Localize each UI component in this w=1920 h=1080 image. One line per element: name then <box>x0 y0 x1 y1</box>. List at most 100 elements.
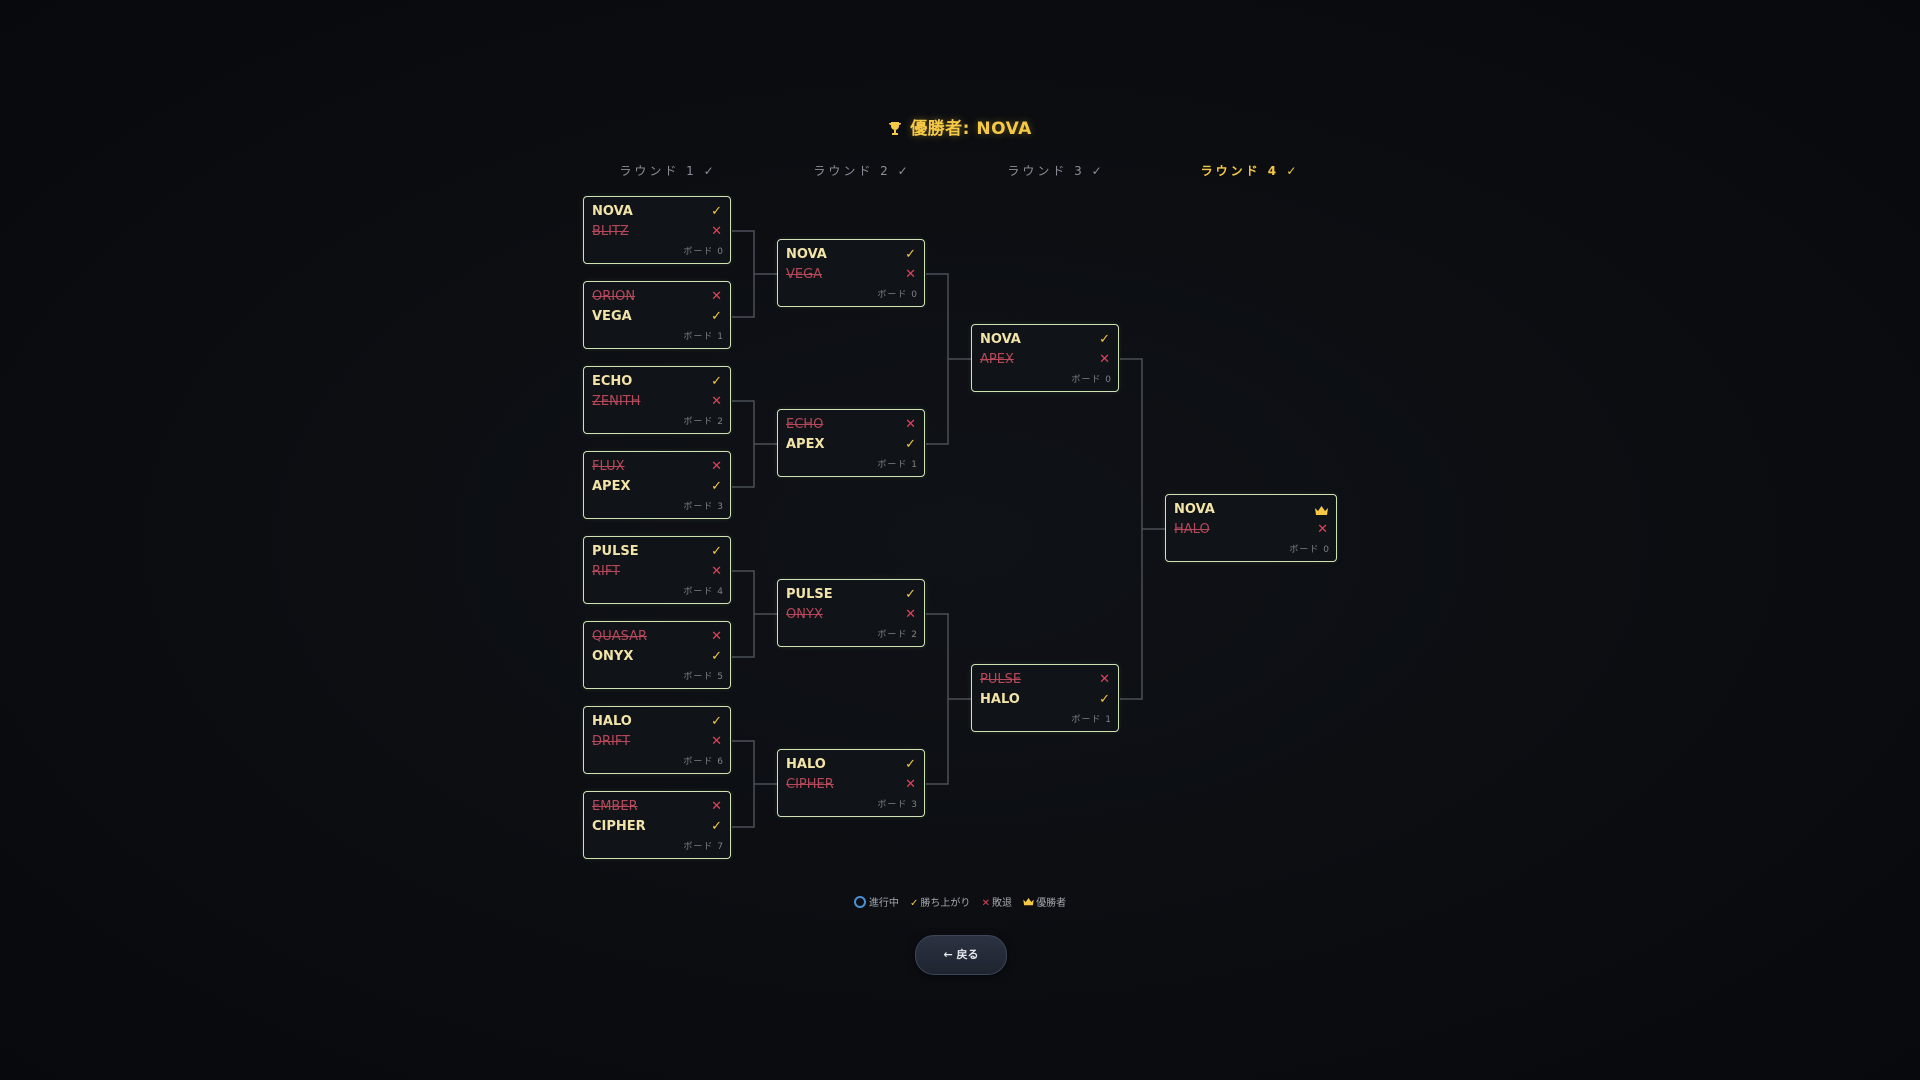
team-name: QUASAR <box>592 629 648 644</box>
cross-icon: ✕ <box>711 734 722 749</box>
team-name: HALO <box>1174 522 1210 537</box>
board-label: ボード 1 <box>683 332 724 342</box>
match-card[interactable]: NOVA ✓ BLITZ ✕ ボード 0 <box>583 196 731 264</box>
match-card[interactable]: ORION✕ VEGA✓ ボード 1 <box>583 281 731 349</box>
round-4-header: ラウンド 4 ✓ <box>1200 164 1300 178</box>
team-row: FLUX✕ <box>592 458 722 476</box>
check-icon: ✓ <box>711 714 722 729</box>
board-label: ボード 6 <box>683 757 724 767</box>
cross-icon: ✕ <box>711 224 722 239</box>
team-row: RIFT ✕ <box>592 563 722 581</box>
team-row: HALO ✓ <box>786 756 916 774</box>
champion-banner: 優勝者: NOVA <box>0 114 1920 141</box>
match-card[interactable]: QUASAR✕ ONYX✓ ボード 5 <box>583 621 731 689</box>
match-card[interactable]: ECHO✓ ZENITH✕ ボード 2 <box>583 366 731 434</box>
team-name: DRIFT <box>592 734 631 749</box>
legend-eliminated: ✕敗退 <box>981 898 1012 909</box>
round-1-header: ラウンド 1 ✓ <box>619 164 717 178</box>
match-card[interactable]: PULSE✓ RIFT✕ ボード 4 <box>583 536 731 604</box>
team-row: APEX✓ <box>592 478 722 496</box>
cross-icon: ✕ <box>905 607 916 622</box>
team-row: ONYX✓ <box>592 648 722 666</box>
cross-icon: ✕ <box>1099 352 1110 367</box>
board-label: ボード 0 <box>683 247 724 257</box>
team-row: NOVA <box>1174 501 1328 519</box>
board-label: ボード 7 <box>683 842 724 852</box>
check-icon: ✓ <box>711 309 722 324</box>
match-card[interactable]: FLUX✕ APEX✓ ボード 3 <box>583 451 731 519</box>
crown-icon <box>1023 898 1034 909</box>
round-3-header: ラウンド 3 ✓ <box>1007 164 1105 178</box>
team-row: APEX✓ <box>786 436 916 454</box>
final-match-card[interactable]: NOVA HALO✕ ボード 0 <box>1165 494 1337 562</box>
back-button[interactable]: ← 戻る <box>915 935 1007 975</box>
team-row: ECHO ✕ <box>786 416 916 434</box>
legend-advanced: ✓勝ち上がり <box>910 898 971 909</box>
team-row: HALO ✓ <box>980 691 1110 709</box>
team-row: QUASAR✕ <box>592 628 722 646</box>
champion-text: 優勝者: NOVA <box>910 119 1032 139</box>
match-card[interactable]: HALO ✓ DRIFT ✕ ボード 6 <box>583 706 731 774</box>
team-row: EMBER ✕ <box>592 798 722 816</box>
team-row: NOVA✓ <box>786 246 916 264</box>
board-label: ボード 1 <box>1071 715 1112 725</box>
team-name: RIFT <box>592 564 621 579</box>
match-card[interactable]: EMBER ✕ CIPHER✓ ボード 7 <box>583 791 731 859</box>
cross-icon: ✕ <box>981 898 990 909</box>
match-card[interactable]: PULSE✓ ONYX✕ ボード 2 <box>777 579 925 647</box>
team-name: BLITZ <box>592 224 629 239</box>
team-name: ECHO <box>592 374 633 389</box>
team-name: CIPHER <box>786 777 834 792</box>
board-label: ボード 0 <box>877 290 918 300</box>
check-icon: ✓ <box>905 587 916 602</box>
match-card[interactable]: NOVA✓ VEGA ✕ ボード 0 <box>777 239 925 307</box>
board-label: ボード 1 <box>877 460 918 470</box>
board-label: ボード 0 <box>1071 375 1112 385</box>
team-row: CIPHER✓ <box>592 818 722 836</box>
team-row: HALO✕ <box>1174 521 1328 539</box>
team-row: ECHO ✓ <box>592 373 722 391</box>
team-name: HALO <box>980 692 1020 707</box>
match-card[interactable]: PULSE✕ HALO✓ ボード 1 <box>971 664 1119 732</box>
team-name: NOVA <box>592 204 633 219</box>
team-name: FLUX <box>592 459 625 474</box>
team-name: EMBER <box>592 799 638 814</box>
cross-icon: ✕ <box>905 417 916 432</box>
round-2-header: ラウンド 2 ✓ <box>813 164 911 178</box>
check-icon: ✓ <box>1099 332 1110 347</box>
team-name: ONYX <box>592 649 634 664</box>
team-row: DRIFT ✕ <box>592 733 722 751</box>
cross-icon: ✕ <box>711 564 722 579</box>
team-name: VEGA <box>592 309 632 324</box>
check-icon: ✓ <box>711 819 722 834</box>
check-icon: ✓ <box>711 374 722 389</box>
cross-icon: ✕ <box>711 799 722 814</box>
check-icon: ✓ <box>1099 692 1110 707</box>
cross-icon: ✕ <box>905 267 916 282</box>
team-row: VEGA ✕ <box>786 266 916 284</box>
legend-in-progress: 進行中 <box>853 894 899 909</box>
team-name: PULSE <box>786 587 833 602</box>
board-label: ボード 2 <box>877 630 918 640</box>
team-name: VEGA <box>786 267 823 282</box>
team-name: ECHO <box>786 417 824 432</box>
team-name: NOVA <box>786 247 827 262</box>
team-name: HALO <box>592 714 632 729</box>
team-row: APEX✕ <box>980 351 1110 369</box>
ring-icon <box>853 896 866 908</box>
match-card[interactable]: NOVA ✓ APEX✕ ボード 0 <box>971 324 1119 392</box>
team-row: HALO ✓ <box>592 713 722 731</box>
team-row: ZENITH✕ <box>592 393 722 411</box>
team-row: CIPHER✕ <box>786 776 916 794</box>
board-label: ボード 3 <box>877 800 918 810</box>
check-icon: ✓ <box>711 204 722 219</box>
team-name: HALO <box>786 757 826 772</box>
cross-icon: ✕ <box>1099 672 1110 687</box>
match-card[interactable]: HALO ✓ CIPHER✕ ボード 3 <box>777 749 925 817</box>
team-row: BLITZ ✕ <box>592 223 722 241</box>
legend: 進行中 ✓勝ち上がり ✕敗退 優勝者 <box>0 894 1920 909</box>
check-icon: ✓ <box>905 757 916 772</box>
team-name: NOVA <box>980 332 1021 347</box>
match-card[interactable]: ECHO ✕ APEX✓ ボード 1 <box>777 409 925 477</box>
